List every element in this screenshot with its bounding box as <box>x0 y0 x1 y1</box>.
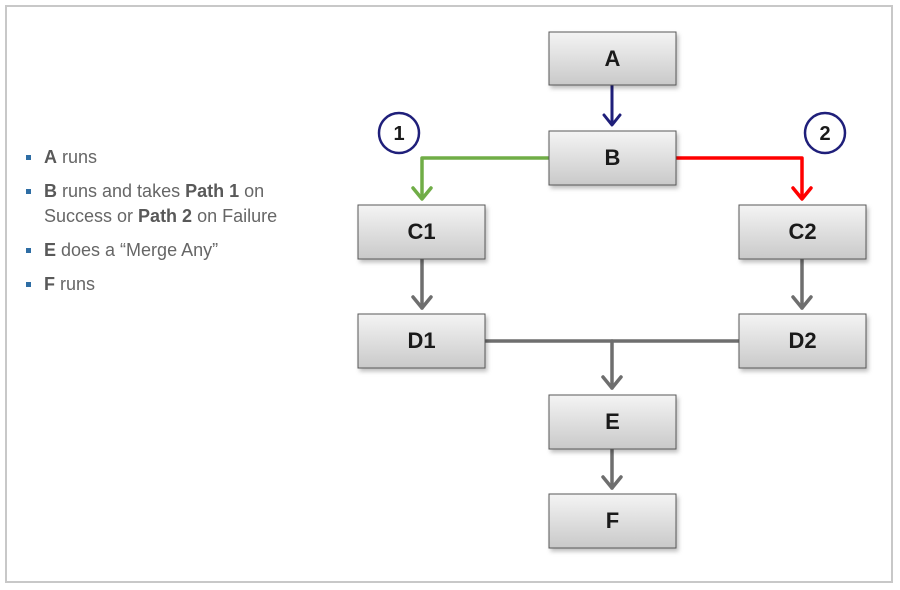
edge-a-to-b <box>602 83 622 127</box>
bullet-plain-text: on Failure <box>192 206 278 226</box>
node-label: E <box>605 409 620 434</box>
bullet-text: A runs <box>44 147 97 167</box>
node-label: B <box>605 145 621 170</box>
edges <box>411 83 813 490</box>
node-b: B <box>548 130 677 186</box>
edge-d1-d2-merge-to-e <box>484 339 741 390</box>
bullet-square-icon <box>26 282 31 287</box>
bullet-plain-text: runs <box>57 147 98 167</box>
node-box <box>357 204 486 260</box>
edge-c1-to-d1 <box>411 257 433 310</box>
node-c2: C2 <box>738 204 867 260</box>
bullet-plain-text: does a “Merge Any” <box>56 240 219 260</box>
arrow-head-icon <box>601 375 623 390</box>
bullet-item: F runs <box>26 272 326 297</box>
edge-c2-to-d2 <box>791 257 813 310</box>
edge-b-to-c2-path2 <box>674 156 813 201</box>
node-box <box>738 313 867 369</box>
bullet-bold-text: Path 2 <box>138 206 193 226</box>
node-label: A <box>605 46 621 71</box>
edge-e-to-f <box>601 447 623 490</box>
node-label: C1 <box>407 219 435 244</box>
node-box <box>548 493 677 549</box>
bullet-bold-text: B <box>44 181 57 201</box>
bullet-bold-text: F <box>44 274 55 294</box>
circle-icon <box>377 111 421 155</box>
edge-b-to-c1-path1 <box>411 156 551 201</box>
node-label: D2 <box>788 328 816 353</box>
arrow-head-icon <box>791 295 813 310</box>
node-a: A <box>548 31 677 86</box>
bullet-list: A runs B runs and takes Path 1 on Succes… <box>26 145 326 306</box>
edge-line <box>420 156 551 200</box>
path-number: 1 <box>393 123 404 145</box>
arrow-head-icon <box>411 295 433 310</box>
node-box <box>357 313 486 369</box>
bullet-square-icon <box>26 155 31 160</box>
bullet-item: E does a “Merge Any” <box>26 238 326 263</box>
bullet-square-icon <box>26 248 31 253</box>
node-label: F <box>606 508 619 533</box>
node-c1: C1 <box>357 204 486 260</box>
arrow-head-icon <box>411 186 433 201</box>
node-f: F <box>548 493 677 549</box>
node-box <box>738 204 867 260</box>
bullet-bold-text: A <box>44 147 57 167</box>
circle-icon <box>803 111 847 155</box>
bullet-bold-text: E <box>44 240 57 260</box>
bullet-text: F runs <box>44 274 95 294</box>
arrow-head-icon <box>791 186 813 201</box>
node-label: D1 <box>407 328 435 353</box>
node-box <box>548 130 677 186</box>
bullet-square-icon <box>26 189 31 194</box>
bullet-bold-text: Path 1 <box>185 181 240 201</box>
node-box <box>548 394 677 450</box>
arrow-head-icon <box>602 113 622 127</box>
bullet-plain-text: runs <box>55 274 96 294</box>
bullet-plain-text: runs and takes <box>57 181 186 201</box>
bullet-plain-text: on Success or <box>44 181 265 226</box>
edge-line <box>674 156 804 200</box>
node-d2: D2 <box>738 313 867 369</box>
bullet-text: B runs and takes Path 1 on Success or Pa… <box>44 181 277 226</box>
node-label: C2 <box>788 219 816 244</box>
path-2-marker: 2 <box>803 111 847 155</box>
path-1-marker: 1 <box>377 111 421 155</box>
node-d1: D1 <box>357 313 486 369</box>
slide-frame <box>5 5 893 583</box>
node-e: E <box>548 394 677 450</box>
node-box <box>548 31 677 86</box>
arrow-head-icon <box>601 475 623 490</box>
bullet-item: A runs <box>26 145 326 170</box>
path-number: 2 <box>819 123 830 145</box>
bullet-text: E does a “Merge Any” <box>44 240 218 260</box>
bullet-item: B runs and takes Path 1 on Success or Pa… <box>26 179 326 229</box>
